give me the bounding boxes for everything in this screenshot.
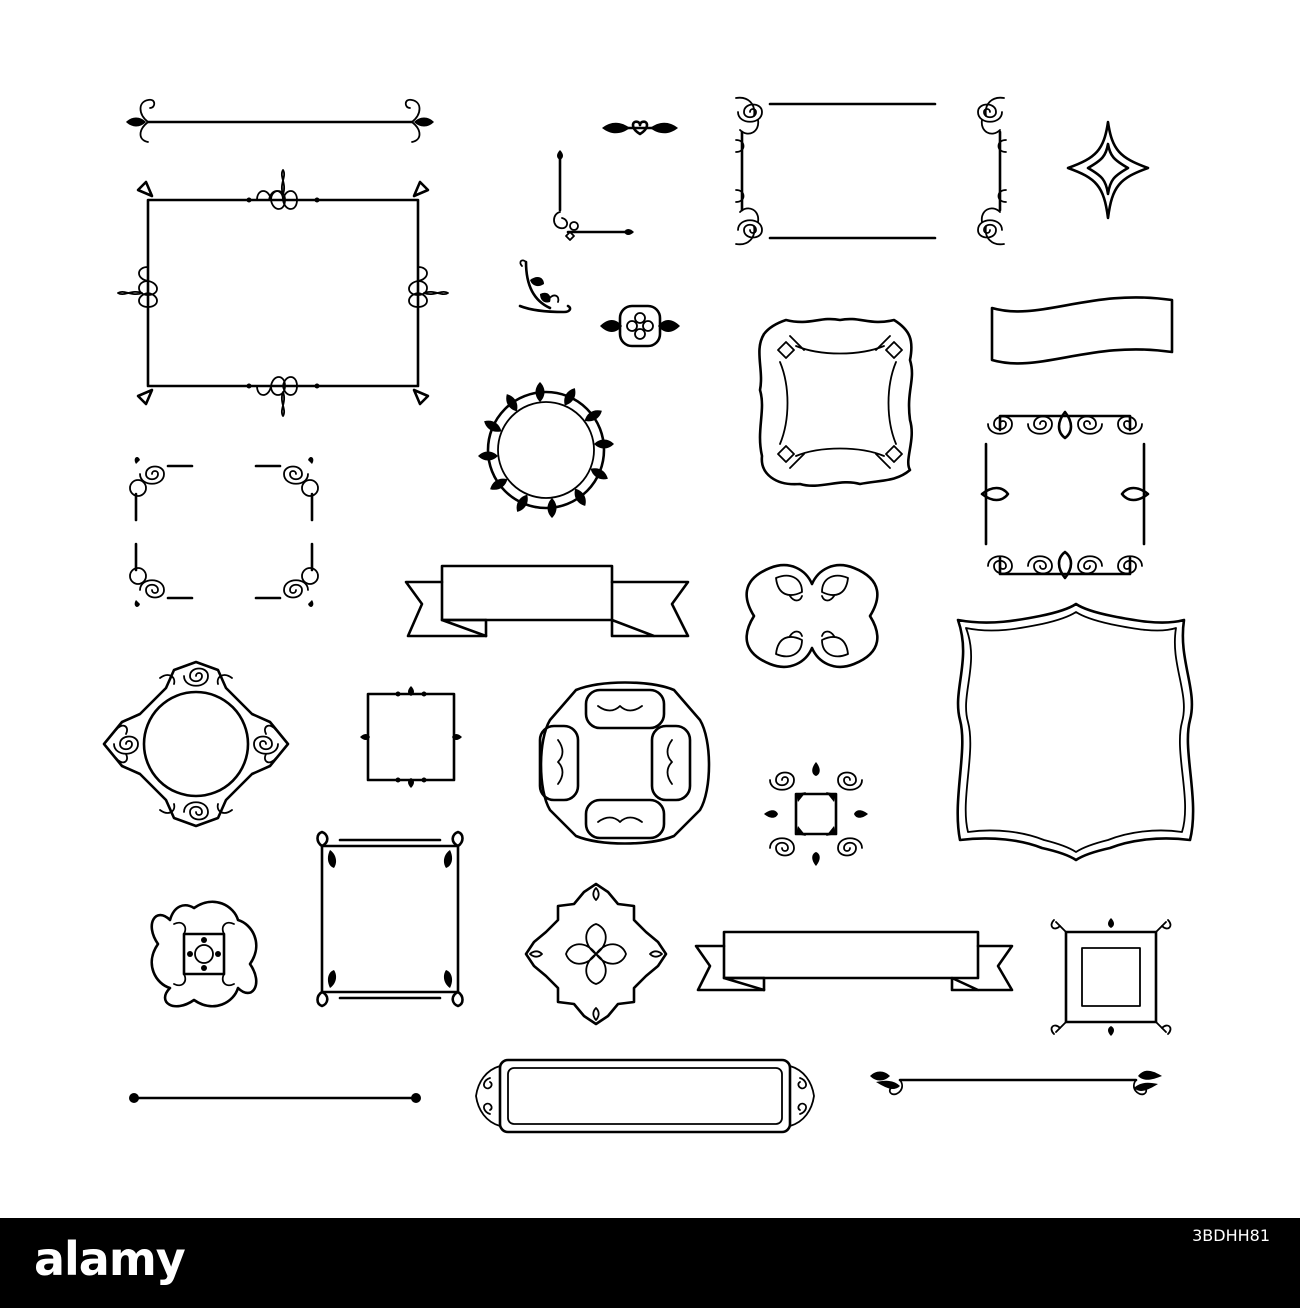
geometric-scallop-frame: [758, 317, 914, 488]
heart-quatrefoil: [745, 563, 879, 669]
watermark-footer: alamy 3BDHH81: [0, 1218, 1300, 1308]
small-square-frame: [360, 686, 462, 788]
divider-flourish-bottom: [870, 1070, 1162, 1096]
flower-badge-divider: [600, 304, 680, 348]
divider-flourish-top: [126, 98, 434, 143]
drop-corner-square: [1050, 918, 1172, 1036]
cartouche-square: [538, 681, 711, 845]
ribbon-banner-mid: [404, 564, 690, 638]
swirl-square-frame: [980, 410, 1150, 580]
laurel-wreath: [478, 382, 614, 518]
ribbon-banner-low: [694, 930, 1014, 992]
heart-divider: [602, 120, 678, 136]
ornament-collection: [102, 96, 1195, 1134]
swirl-medallion: [764, 762, 868, 866]
rect-frame-knots: [117, 169, 449, 417]
ornate-circle-frame: [102, 660, 290, 828]
four-point-star: [1066, 120, 1150, 220]
swirl-corners-set: [129, 457, 319, 607]
wavy-banner: [990, 296, 1174, 365]
brand-logo: alamy: [34, 1232, 186, 1286]
plain-line-divider: [129, 1093, 421, 1103]
lattice-rosette: [150, 900, 258, 1008]
floral-corner: [518, 259, 572, 314]
swirl-rect-frame: [735, 96, 1007, 246]
image-id: 3BDHH81: [1192, 1226, 1270, 1245]
bracket-frame-large: [956, 602, 1195, 862]
teardrop-frame: [316, 830, 464, 1008]
flower-cross-tile: [524, 882, 668, 1026]
image-id-label: 3BDHH81: [1192, 1226, 1270, 1246]
label-plaque: [475, 1058, 815, 1134]
corner-ornament-a: [553, 150, 634, 241]
